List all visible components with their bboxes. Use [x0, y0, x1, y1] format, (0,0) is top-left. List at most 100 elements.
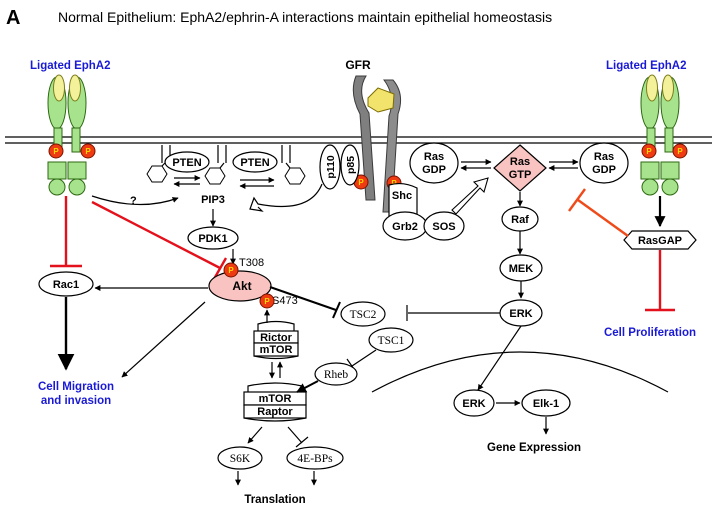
- svg-text:P: P: [264, 297, 270, 306]
- pi3k-conversion-arrow: [249, 183, 323, 212]
- svg-text:Raf: Raf: [511, 214, 529, 226]
- svg-text:Rac1: Rac1: [53, 279, 79, 291]
- akt-tsc2-inhibition: [269, 286, 337, 311]
- p110-subunit: p110: [319, 144, 341, 190]
- 4e-bps-node: 4E-BPs: [286, 446, 344, 470]
- mtor-label-complex2: mTOR: [260, 344, 293, 356]
- ligated-epha2-right-label: Ligated EphA2: [606, 60, 687, 72]
- svg-text:PTEN: PTEN: [172, 157, 201, 169]
- mtor-label-complex1: mTOR: [259, 393, 292, 405]
- pip3-label: PIP3: [201, 194, 225, 206]
- mtorc1-4ebp-inhibition: [287, 426, 309, 448]
- svg-text:ERK: ERK: [509, 308, 532, 320]
- tsc2-node: TSC2: [340, 301, 386, 327]
- s473-label: S473: [272, 295, 298, 307]
- panel-letter: A: [6, 7, 20, 29]
- svg-text:GDP: GDP: [592, 164, 616, 176]
- rictor-label: Rictor: [260, 332, 293, 344]
- svg-text:TSC2: TSC2: [350, 309, 377, 321]
- raf-node: Raf: [501, 206, 539, 232]
- svg-text:ERK: ERK: [462, 398, 485, 410]
- rictor-mtor-complex: [253, 320, 299, 360]
- erk-nuclear-node: ERK: [453, 389, 495, 417]
- akt-migration-arrow: [121, 301, 206, 378]
- svg-text:P: P: [53, 147, 59, 156]
- mtorc1-s6k-arrow: [247, 426, 263, 444]
- svg-text:Ras: Ras: [510, 156, 530, 168]
- p85-subunit: p85: [340, 144, 360, 186]
- svg-text:P: P: [85, 147, 91, 156]
- svg-text:Elk-1: Elk-1: [533, 398, 559, 410]
- akt-inhibition-bar: [212, 257, 228, 280]
- ras-right-equilibrium: [548, 159, 579, 171]
- rac1-node: Rac1: [38, 271, 94, 297]
- gene-expression-label: Gene Expression: [487, 442, 581, 454]
- phospho-site-right-2: P: [672, 143, 688, 159]
- rasgap-ras-inhibition: [577, 199, 629, 237]
- epha2-pten-link: [91, 195, 179, 206]
- pten-node-2: PTEN: [232, 151, 278, 173]
- svg-text:TSC1: TSC1: [378, 335, 405, 347]
- invasion-label: and invasion: [41, 395, 111, 407]
- elk1-node: Elk-1: [521, 389, 571, 417]
- mek-node: MEK: [499, 254, 543, 282]
- erk-nuclear-translocation-arrow: [477, 325, 522, 391]
- epha2-receptor-left: [47, 74, 87, 196]
- ligated-epha2-left-label: Ligated EphA2: [30, 60, 111, 72]
- s6k-node: S6K: [217, 446, 263, 470]
- phospho-site-left-2: P: [80, 143, 96, 159]
- phospho-site-t308: P: [223, 262, 239, 278]
- svg-text:GDP: GDP: [422, 164, 446, 176]
- svg-text:4E-BPs: 4E-BPs: [297, 453, 333, 465]
- question-mark: ?: [130, 195, 137, 207]
- epha2-akt-inhibition: [91, 200, 221, 270]
- akt-node: Akt: [208, 270, 272, 302]
- tsc1-node: TSC1: [368, 327, 414, 353]
- cell-migration-label: Cell Migration: [38, 381, 114, 393]
- ras-gdp-right-node: Ras GDP: [579, 142, 629, 184]
- svg-text:Akt: Akt: [232, 279, 251, 293]
- svg-text:Ras: Ras: [424, 151, 444, 163]
- svg-text:RasGAP: RasGAP: [638, 235, 682, 247]
- phospho-site-left-1: P: [48, 143, 64, 159]
- rasgap-node: RasGAP: [623, 230, 697, 250]
- plasma-membrane: [5, 136, 712, 144]
- rheb-node: Rheb: [314, 362, 358, 386]
- ras-gtp-node: Ras GTP: [493, 144, 547, 192]
- rasgap-ras-bar: [568, 188, 586, 212]
- svg-text:P: P: [228, 266, 234, 275]
- figure-title: Normal Epithelium: EphA2/ephrin-A intera…: [58, 9, 552, 25]
- pip3-lipid: [204, 145, 227, 185]
- erk-node: ERK: [499, 299, 543, 327]
- svg-text:P: P: [677, 147, 683, 156]
- translation-label: Translation: [244, 494, 305, 506]
- svg-text:Grb2: Grb2: [392, 221, 418, 233]
- pip2-lipid-2: [281, 145, 306, 185]
- svg-text:P: P: [646, 147, 652, 156]
- pten-node-1: PTEN: [164, 151, 210, 173]
- svg-text:P: P: [358, 178, 364, 187]
- sos-activation-arrow: [451, 177, 489, 215]
- phospho-site-s473: P: [259, 293, 275, 309]
- epha2-receptor-right: [640, 74, 680, 196]
- ras-left-equilibrium: [460, 159, 492, 171]
- tsc2-inhibition-bar: [332, 301, 341, 319]
- sos-node: SOS: [423, 211, 465, 241]
- svg-text:S6K: S6K: [230, 453, 251, 465]
- svg-text:Rheb: Rheb: [324, 369, 349, 381]
- pdk1-node: PDK1: [187, 226, 239, 250]
- rheb-mtorc1-arrow: [296, 380, 319, 393]
- phospho-site-right-1: P: [641, 143, 657, 159]
- svg-text:SOS: SOS: [432, 221, 455, 233]
- gfr-receptor: [352, 75, 402, 213]
- grb2-node: Grb2: [382, 211, 428, 241]
- svg-text:GTP: GTP: [509, 169, 532, 181]
- raptor-label: Raptor: [257, 406, 293, 418]
- svg-text:Ras: Ras: [594, 151, 614, 163]
- svg-text:PDK1: PDK1: [198, 233, 227, 245]
- svg-text:p85: p85: [345, 156, 357, 174]
- svg-text:p110: p110: [325, 155, 337, 179]
- ras-gdp-left-node: Ras GDP: [409, 142, 459, 184]
- svg-text:MEK: MEK: [509, 263, 534, 275]
